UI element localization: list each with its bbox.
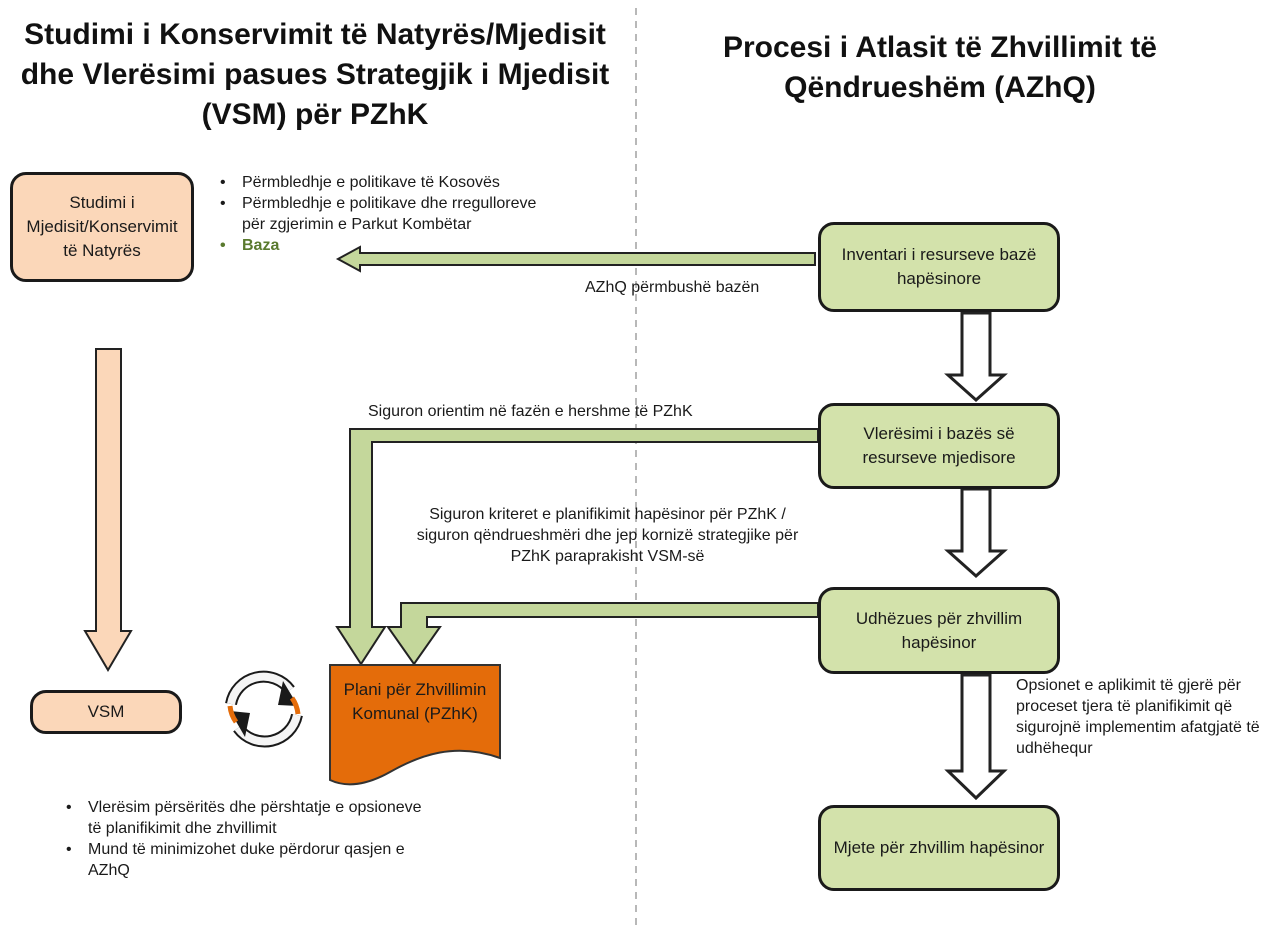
right-title: Procesi i Atlasit të Zhvillimit të Qëndr… xyxy=(722,31,1157,104)
cycle-arrows-icon xyxy=(225,670,303,748)
vsm-bullet: Vlerësim përsëritës dhe përshtatje e ops… xyxy=(62,797,422,839)
inventory-box: Inventari i resurseve bazë hapësinore xyxy=(818,222,1060,312)
study-bullet: Përmbledhje e politikave dhe rregullorev… xyxy=(216,193,562,235)
tools-box-label: Mjete për zhvillim hapësinor xyxy=(833,838,1045,857)
study-bullet: Përmbledhje e politikave të Kosovës xyxy=(216,172,586,193)
guidelines-box-label: Udhëzues për zhvillim hapësinor xyxy=(855,608,1023,652)
label-criteria: Siguron kriteret e planifikimit hapësino… xyxy=(416,506,799,565)
plan-document-shape xyxy=(329,664,501,786)
arrow-guidelines-to-tools xyxy=(944,673,1008,801)
vsm-box-label: VSM xyxy=(87,702,125,721)
arrow-orientation-to-plan xyxy=(335,428,819,666)
label-orientation: Siguron orientim në fazën e hershme të P… xyxy=(368,403,693,420)
assessment-box-label: Vlerësimi i bazës së resurseve mjedisore xyxy=(862,424,1016,467)
plan-document-label: Plani për Zhvillimin Komunal (PZhK) xyxy=(343,680,487,723)
arrow-assessment-to-guidelines xyxy=(944,487,1008,579)
assessment-box: Vlerësimi i bazës së resurseve mjedisore xyxy=(818,403,1060,489)
guidelines-box: Udhëzues për zhvillim hapësinor xyxy=(818,587,1060,674)
study-bullet-baza: Baza xyxy=(216,235,586,256)
arrow-criteria-to-plan xyxy=(386,602,819,666)
left-title: Studimi i Konservimit të Natyrës/Mjedisi… xyxy=(20,18,610,131)
label-fulfils-base: AZhQ përmbushë bazën xyxy=(585,279,760,296)
tools-box: Mjete për zhvillim hapësinor xyxy=(818,805,1060,891)
study-box-label: Studimi i Mjedisit/Konservimit të Natyrë… xyxy=(26,193,178,260)
vsm-bullet-list: Vlerësim përsëritës dhe përshtatje e ops… xyxy=(62,797,422,881)
arrow-study-to-vsm xyxy=(83,348,133,672)
vsm-box: VSM xyxy=(30,690,182,734)
inventory-box-label: Inventari i resurseve bazë hapësinore xyxy=(841,245,1037,288)
label-options: Opsionet e aplikimit të gjerë për proces… xyxy=(1016,677,1260,757)
study-bullet-list: Përmbledhje e politikave të Kosovës Përm… xyxy=(216,172,586,256)
vsm-bullet: Mund të minimizohet duke përdorur qasjen… xyxy=(62,839,428,881)
study-box: Studimi i Mjedisit/Konservimit të Natyrë… xyxy=(10,172,194,282)
arrow-inventory-to-assessment xyxy=(944,311,1008,403)
